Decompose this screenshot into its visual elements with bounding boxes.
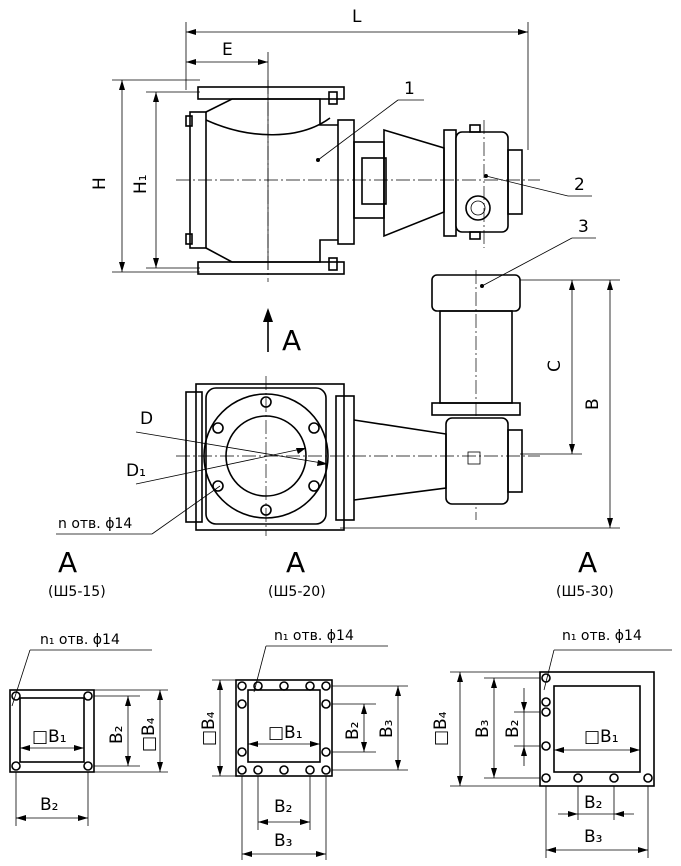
dim-L: L (352, 7, 362, 27)
view-3-model: (Ш5-30) (556, 584, 614, 600)
v3-B4: □B₄ (431, 711, 451, 746)
v2-B3-right: B₃ (377, 720, 397, 738)
callout-3: 3 (578, 217, 589, 237)
v2-B2-bottom: B₂ (274, 797, 292, 817)
dim-D: D (140, 409, 153, 429)
v2-B1: □B₁ (268, 723, 303, 743)
view-arrow-label: A (282, 324, 301, 357)
view-arrow: A (263, 308, 301, 357)
callout-1: 1 (404, 79, 415, 99)
front-view: L E H H₁ (90, 7, 592, 282)
dim-H: H (90, 177, 110, 190)
view-1-letter: A (58, 546, 77, 579)
dim-H1: H₁ (131, 174, 151, 194)
callout-2: 2 (574, 175, 585, 195)
view-titles: A (Ш5-15) A (Ш5-20) A (Ш5-30) (48, 546, 614, 600)
v1-B1: □B₁ (32, 727, 67, 747)
v1-B2-right: B₂ (107, 726, 127, 744)
plan-view: C B D (56, 217, 620, 536)
v3-B3-bottom: B₃ (584, 827, 602, 847)
view-a-sh5-30: □B₁ □B₄ B₃ B₂ B₂ B₃ (431, 628, 672, 858)
v1-B4: □B₄ (139, 717, 159, 752)
view-3-letter: A (578, 546, 597, 579)
dim-D1: D₁ (126, 461, 146, 481)
view-a-sh5-20: □B₁ □B₄ B₂ B₃ B₂ B₃ (199, 628, 408, 860)
view-a-sh5-15: □B₁ B₂ B₂ □B₄ n₁ отв. ϕ14 (9, 632, 168, 826)
v1-B2-bottom: B₂ (40, 795, 58, 815)
dim-E: E (222, 40, 233, 60)
v2-B4: □B₄ (199, 711, 219, 746)
v1-holes: n₁ отв. ϕ14 (40, 632, 120, 648)
v3-B3-left: B₃ (473, 720, 493, 738)
view-1-model: (Ш5-15) (48, 584, 106, 600)
v3-holes: n₁ отв. ϕ14 (562, 628, 642, 644)
view-2-model: (Ш5-20) (268, 584, 326, 600)
v2-B3-bottom: B₃ (274, 831, 292, 851)
v2-B2-right: B₂ (343, 722, 363, 740)
v2-holes: n₁ отв. ϕ14 (274, 628, 354, 644)
dim-B: B (583, 398, 603, 410)
holes-label: n отв. ϕ14 (58, 516, 132, 532)
v3-B2-bottom: B₂ (584, 793, 602, 813)
dim-C: C (545, 360, 565, 372)
v3-B1: □B₁ (584, 727, 619, 747)
view-2-letter: A (286, 546, 305, 579)
v3-B2-left: B₂ (503, 720, 523, 738)
